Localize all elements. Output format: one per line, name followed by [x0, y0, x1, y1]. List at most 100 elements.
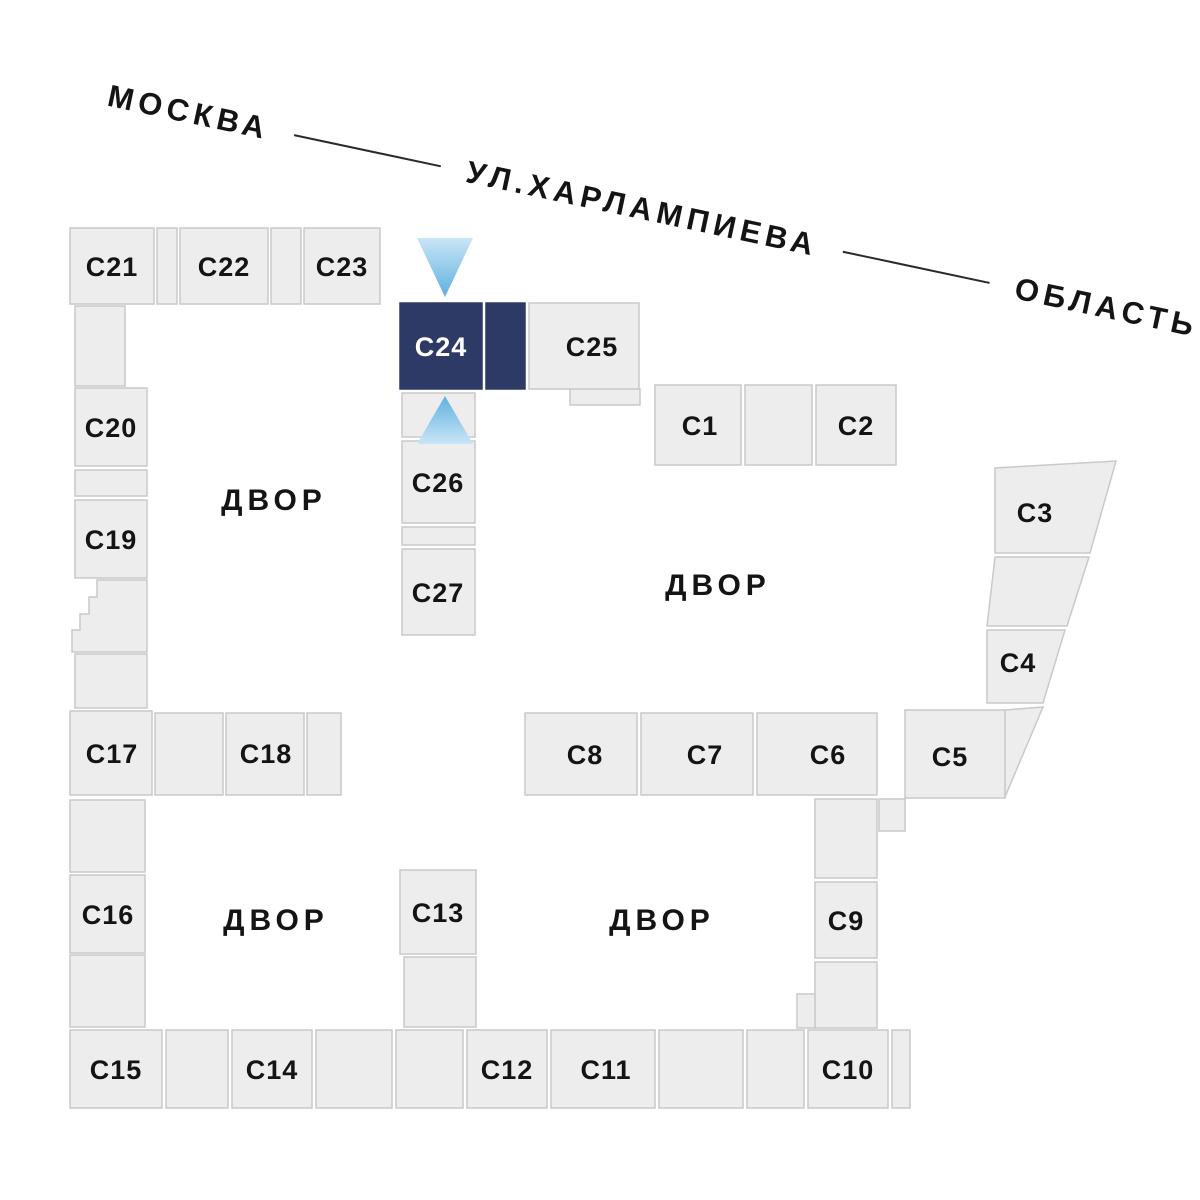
- building-c13[interactable]: С13: [399, 869, 477, 955]
- building-c11-shape: [550, 1029, 656, 1109]
- building-segment: [746, 1029, 805, 1109]
- building-c1-shape: [654, 384, 742, 466]
- building-c26-label: С26: [412, 468, 465, 498]
- building-segment-highlighted: [485, 302, 526, 390]
- building-c22-shape: [179, 227, 269, 305]
- building-c5[interactable]: С5: [904, 709, 1006, 799]
- building-c3[interactable]: С3: [994, 460, 1118, 554]
- building-c15-shape: [69, 1029, 163, 1109]
- building-c11-label: С11: [580, 1055, 631, 1085]
- building-c5-label: С5: [932, 742, 969, 772]
- building-c16-shape: [69, 874, 146, 954]
- building-segment: [403, 956, 477, 1028]
- building-c2[interactable]: С2: [815, 384, 897, 466]
- building-c14-shape: [231, 1029, 313, 1109]
- building-segment: [270, 227, 302, 305]
- building-segment: [744, 384, 813, 466]
- building-c10-shape: [807, 1029, 889, 1109]
- building-c6[interactable]: С6: [756, 712, 878, 796]
- building-c21-shape: [69, 227, 155, 305]
- building-c24-label: С24: [415, 332, 468, 362]
- building-c12-label: С12: [481, 1055, 534, 1085]
- building-c19-label: С19: [85, 525, 138, 555]
- building-c10[interactable]: С10: [807, 1029, 889, 1109]
- building-c17-label: С17: [86, 739, 139, 769]
- building-c15[interactable]: С15: [69, 1029, 163, 1109]
- building-c18-label: С18: [240, 739, 293, 769]
- building-c7[interactable]: С7: [640, 712, 754, 796]
- building-c2-shape: [815, 384, 897, 466]
- building-c16-label: С16: [82, 900, 135, 930]
- building-segment: [658, 1029, 744, 1109]
- building-c4-label: С4: [1000, 648, 1037, 678]
- building-c25-shape: [528, 302, 640, 390]
- building-c7-shape: [640, 712, 754, 796]
- courtyard-label-top-left: ДВОР: [221, 484, 327, 517]
- building-c7-label: С7: [687, 740, 724, 770]
- building-segment: [569, 388, 641, 406]
- building-c26-shape: [401, 440, 476, 524]
- building-segment: [986, 556, 1091, 627]
- building-c3-label: С3: [1017, 498, 1054, 528]
- building-c23[interactable]: С23: [303, 227, 381, 305]
- building-c18[interactable]: С18: [225, 712, 305, 796]
- building-c22-label: С22: [198, 252, 251, 282]
- building-c19[interactable]: С19: [74, 499, 148, 579]
- building-c16[interactable]: С16: [69, 874, 146, 954]
- building-c8-label: С8: [567, 740, 604, 770]
- building-c5-shape: [904, 709, 1006, 799]
- building-c23-shape: [303, 227, 381, 305]
- arrow-down-icon: [417, 238, 473, 297]
- building-c12-shape: [466, 1029, 548, 1109]
- building-segment: [796, 993, 816, 1029]
- building-c4[interactable]: С4: [986, 629, 1067, 704]
- building-c8[interactable]: С8: [524, 712, 638, 796]
- building-c11[interactable]: С11: [550, 1029, 656, 1109]
- building-segment: [156, 227, 178, 305]
- building-c22[interactable]: С22: [179, 227, 269, 305]
- building-c12[interactable]: С12: [466, 1029, 548, 1109]
- building-segment: [401, 526, 476, 546]
- building-c17-shape: [69, 710, 153, 796]
- building-c13-shape: [399, 869, 477, 955]
- building-c9-shape: [814, 881, 878, 959]
- building-c25-label: С25: [566, 332, 619, 362]
- building-c25[interactable]: С25: [528, 302, 640, 390]
- building-c9[interactable]: С9: [814, 881, 878, 959]
- building-c23-label: С23: [316, 252, 369, 282]
- building-c21[interactable]: С21: [69, 227, 155, 305]
- building-segment: [814, 798, 878, 879]
- building-c20[interactable]: С20: [74, 387, 148, 467]
- building-c20-label: С20: [85, 413, 138, 443]
- building-c13-label: С13: [412, 898, 465, 928]
- building-segment: [878, 798, 906, 832]
- building-c17[interactable]: С17: [69, 710, 153, 796]
- building-c4-shape: [986, 629, 1067, 704]
- building-c26[interactable]: С26: [401, 440, 476, 524]
- building-c6-label: С6: [810, 740, 847, 770]
- building-c24-highlighted[interactable]: С24: [399, 302, 483, 390]
- building-c1[interactable]: С1: [654, 384, 742, 466]
- building-c27[interactable]: С27: [401, 548, 476, 636]
- building-c24-shape: [399, 302, 483, 390]
- building-segment: [74, 469, 148, 497]
- building-segment: [1004, 706, 1045, 798]
- building-segment: [306, 712, 342, 796]
- building-c6-shape: [756, 712, 878, 796]
- building-c27-label: С27: [412, 578, 465, 608]
- building-c20-shape: [74, 387, 148, 467]
- building-segment: [154, 712, 224, 796]
- building-c2-label: С2: [838, 411, 875, 441]
- building-segment: [165, 1029, 229, 1109]
- building-c14[interactable]: С14: [231, 1029, 313, 1109]
- building-segment: [315, 1029, 393, 1109]
- building-c15-label: С15: [90, 1055, 143, 1085]
- arrow-up-icon: [417, 396, 473, 444]
- building-segment: [69, 799, 146, 873]
- building-segment: [891, 1029, 911, 1109]
- courtyard-label-bottom-left: ДВОР: [223, 904, 329, 937]
- building-c8-shape: [524, 712, 638, 796]
- building-segment: [69, 954, 146, 1028]
